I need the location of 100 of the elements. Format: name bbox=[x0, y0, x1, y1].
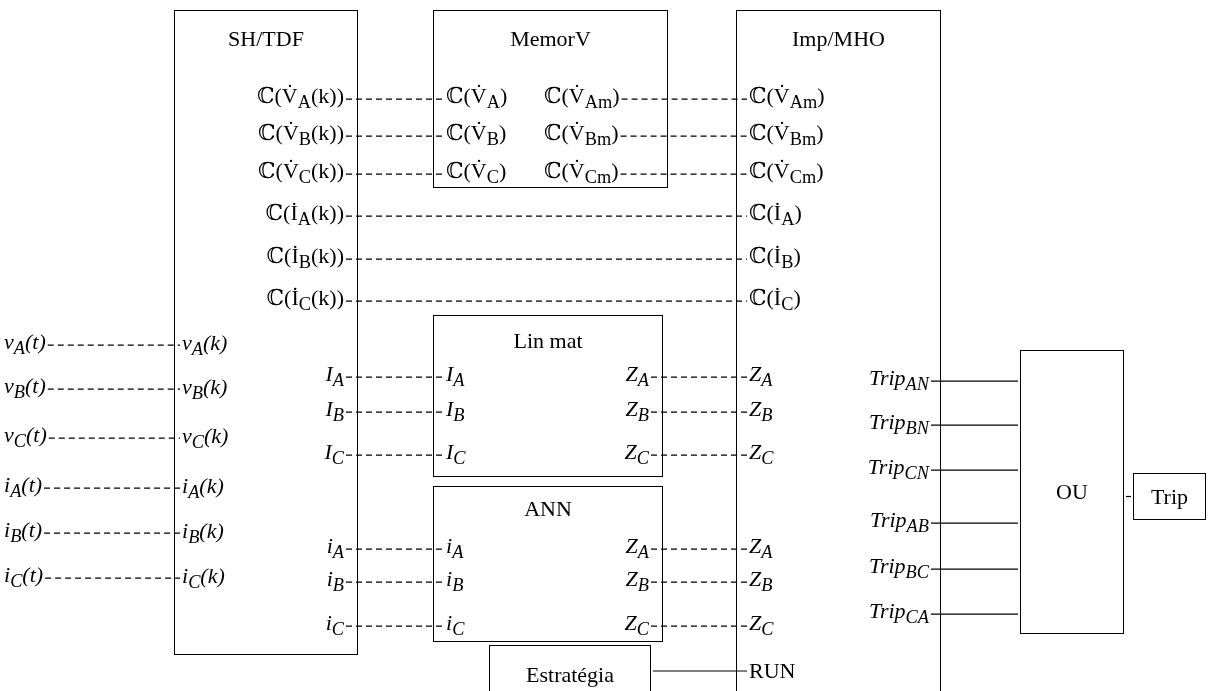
port-label: i$_{B}$(t) bbox=[4, 515, 43, 552]
block-title: Imp/MHO bbox=[791, 25, 886, 53]
connector-line bbox=[43, 487, 181, 489]
port-label: I$_{A}$ bbox=[325, 359, 344, 396]
port-label: Z$_{C}$ bbox=[749, 437, 774, 474]
port-label: i$_{A}$(t) bbox=[4, 470, 43, 507]
port-label: v$_{C}$(t) bbox=[4, 420, 47, 457]
connector-line bbox=[930, 568, 1019, 570]
connector-line bbox=[620, 98, 748, 100]
connector-line bbox=[619, 173, 748, 175]
port-label: ℂ(V̇$_{Cm}$) bbox=[544, 156, 619, 193]
port-label: v$_{A}$(t) bbox=[4, 327, 46, 364]
connector-line bbox=[930, 424, 1019, 426]
block-box bbox=[736, 10, 941, 691]
connector-line bbox=[930, 522, 1019, 524]
port-label: ℂ(V̇$_{Bm}$) bbox=[749, 118, 824, 155]
block-box bbox=[433, 486, 663, 642]
connector-line bbox=[650, 454, 748, 456]
block-box bbox=[433, 315, 663, 477]
port-label: i$_{C}$(t) bbox=[4, 560, 44, 597]
port-label: ℂ(V̇$_{Bm}$) bbox=[544, 118, 619, 155]
port-label: I$_{C}$ bbox=[324, 437, 344, 474]
port-label: Trip$_{AB}$ bbox=[869, 505, 929, 542]
port-label: Z$_{C}$ bbox=[624, 608, 649, 645]
port-label: ℂ(V̇$_{C}$(k)) bbox=[258, 156, 344, 193]
connector-line bbox=[652, 670, 748, 672]
port-label: Trip$_{CA}$ bbox=[868, 596, 929, 633]
block-title: SH/TDF bbox=[227, 25, 305, 53]
port-label: v$_{A}$(k) bbox=[182, 328, 228, 365]
port-label: I$_{A}$ bbox=[446, 359, 465, 396]
connector-line bbox=[650, 548, 748, 550]
port-label: v$_{B}$(t) bbox=[4, 371, 46, 408]
block-box bbox=[433, 10, 668, 188]
port-label: i$_{C}$ bbox=[446, 608, 465, 645]
connector-line bbox=[930, 613, 1019, 615]
port-label: ℂ(İ$_{C}$) bbox=[749, 283, 801, 320]
port-label: Trip$_{CN}$ bbox=[867, 452, 929, 489]
connector-line bbox=[43, 532, 181, 534]
port-label: Z$_{A}$ bbox=[625, 359, 649, 396]
connector-line bbox=[47, 344, 181, 346]
port-label: ℂ(V̇$_{Am}$) bbox=[544, 81, 620, 118]
connector-line bbox=[345, 454, 445, 456]
port-label: Z$_{A}$ bbox=[749, 359, 773, 396]
port-label: I$_{B}$ bbox=[446, 394, 465, 431]
connector-line bbox=[345, 98, 445, 100]
connector-line bbox=[650, 376, 748, 378]
port-label: v$_{B}$(k) bbox=[182, 372, 228, 409]
connector-line bbox=[345, 300, 748, 302]
connector-line bbox=[345, 548, 445, 550]
connector-line bbox=[930, 469, 1019, 471]
port-label: I$_{C}$ bbox=[446, 437, 466, 474]
connector-line bbox=[650, 625, 748, 627]
connector-line bbox=[44, 577, 181, 579]
connector-line bbox=[345, 411, 445, 413]
port-label: Trip$_{BN}$ bbox=[868, 407, 929, 444]
block-box: OU bbox=[1020, 350, 1124, 634]
port-label: ℂ(İ$_{B}$(k)) bbox=[266, 241, 344, 278]
connector-line bbox=[345, 625, 445, 627]
port-label: ℂ(İ$_{C}$(k)) bbox=[266, 283, 344, 320]
block-title: Lin mat bbox=[512, 327, 584, 355]
block-title: ANN bbox=[523, 495, 573, 523]
port-label: ℂ(V̇$_{Am}$) bbox=[749, 81, 825, 118]
block-box bbox=[174, 10, 358, 655]
block-title: MemorV bbox=[509, 25, 592, 53]
connector-line bbox=[650, 581, 748, 583]
connector-line bbox=[650, 411, 748, 413]
port-label: i$_{A}$(k) bbox=[182, 471, 224, 508]
port-label: ℂ(V̇$_{B}$) bbox=[446, 118, 507, 155]
port-label: I$_{B}$ bbox=[325, 394, 344, 431]
block-box: Trip bbox=[1133, 473, 1206, 520]
connector-line bbox=[345, 258, 748, 260]
port-label: Trip$_{BC}$ bbox=[868, 551, 929, 588]
port-label: ℂ(V̇$_{A}$(k)) bbox=[257, 81, 344, 118]
connector-line bbox=[619, 135, 748, 137]
connector-line bbox=[345, 376, 445, 378]
port-label: RUN bbox=[749, 656, 796, 686]
connector-line bbox=[48, 437, 181, 439]
port-label: ℂ(V̇$_{C}$) bbox=[446, 156, 507, 193]
port-label: ℂ(İ$_{A}$) bbox=[749, 198, 802, 235]
connector-line bbox=[345, 173, 445, 175]
port-label: i$_{B}$(k) bbox=[182, 516, 224, 553]
connector-line bbox=[1125, 495, 1132, 498]
connector-line bbox=[345, 215, 748, 217]
connector-line bbox=[345, 581, 445, 583]
block-box: Estratégia bbox=[489, 645, 651, 691]
port-label: Z$_{C}$ bbox=[624, 437, 649, 474]
port-label: Z$_{C}$ bbox=[749, 608, 774, 645]
connector-line bbox=[47, 388, 181, 390]
port-label: ℂ(İ$_{B}$) bbox=[749, 241, 801, 278]
port-label: Z$_{B}$ bbox=[749, 394, 773, 431]
connector-line bbox=[930, 380, 1019, 382]
port-label: ℂ(İ$_{A}$(k)) bbox=[265, 198, 344, 235]
port-label: Z$_{B}$ bbox=[625, 394, 649, 431]
port-label: i$_{C}$(k) bbox=[182, 561, 225, 598]
port-label: v$_{C}$(k) bbox=[182, 421, 229, 458]
port-label: i$_{C}$ bbox=[325, 608, 344, 645]
port-label: ℂ(V̇$_{A}$) bbox=[446, 81, 508, 118]
port-label: Trip$_{AN}$ bbox=[868, 363, 929, 400]
port-label: ℂ(V̇$_{Cm}$) bbox=[749, 156, 824, 193]
connector-line bbox=[345, 135, 445, 137]
